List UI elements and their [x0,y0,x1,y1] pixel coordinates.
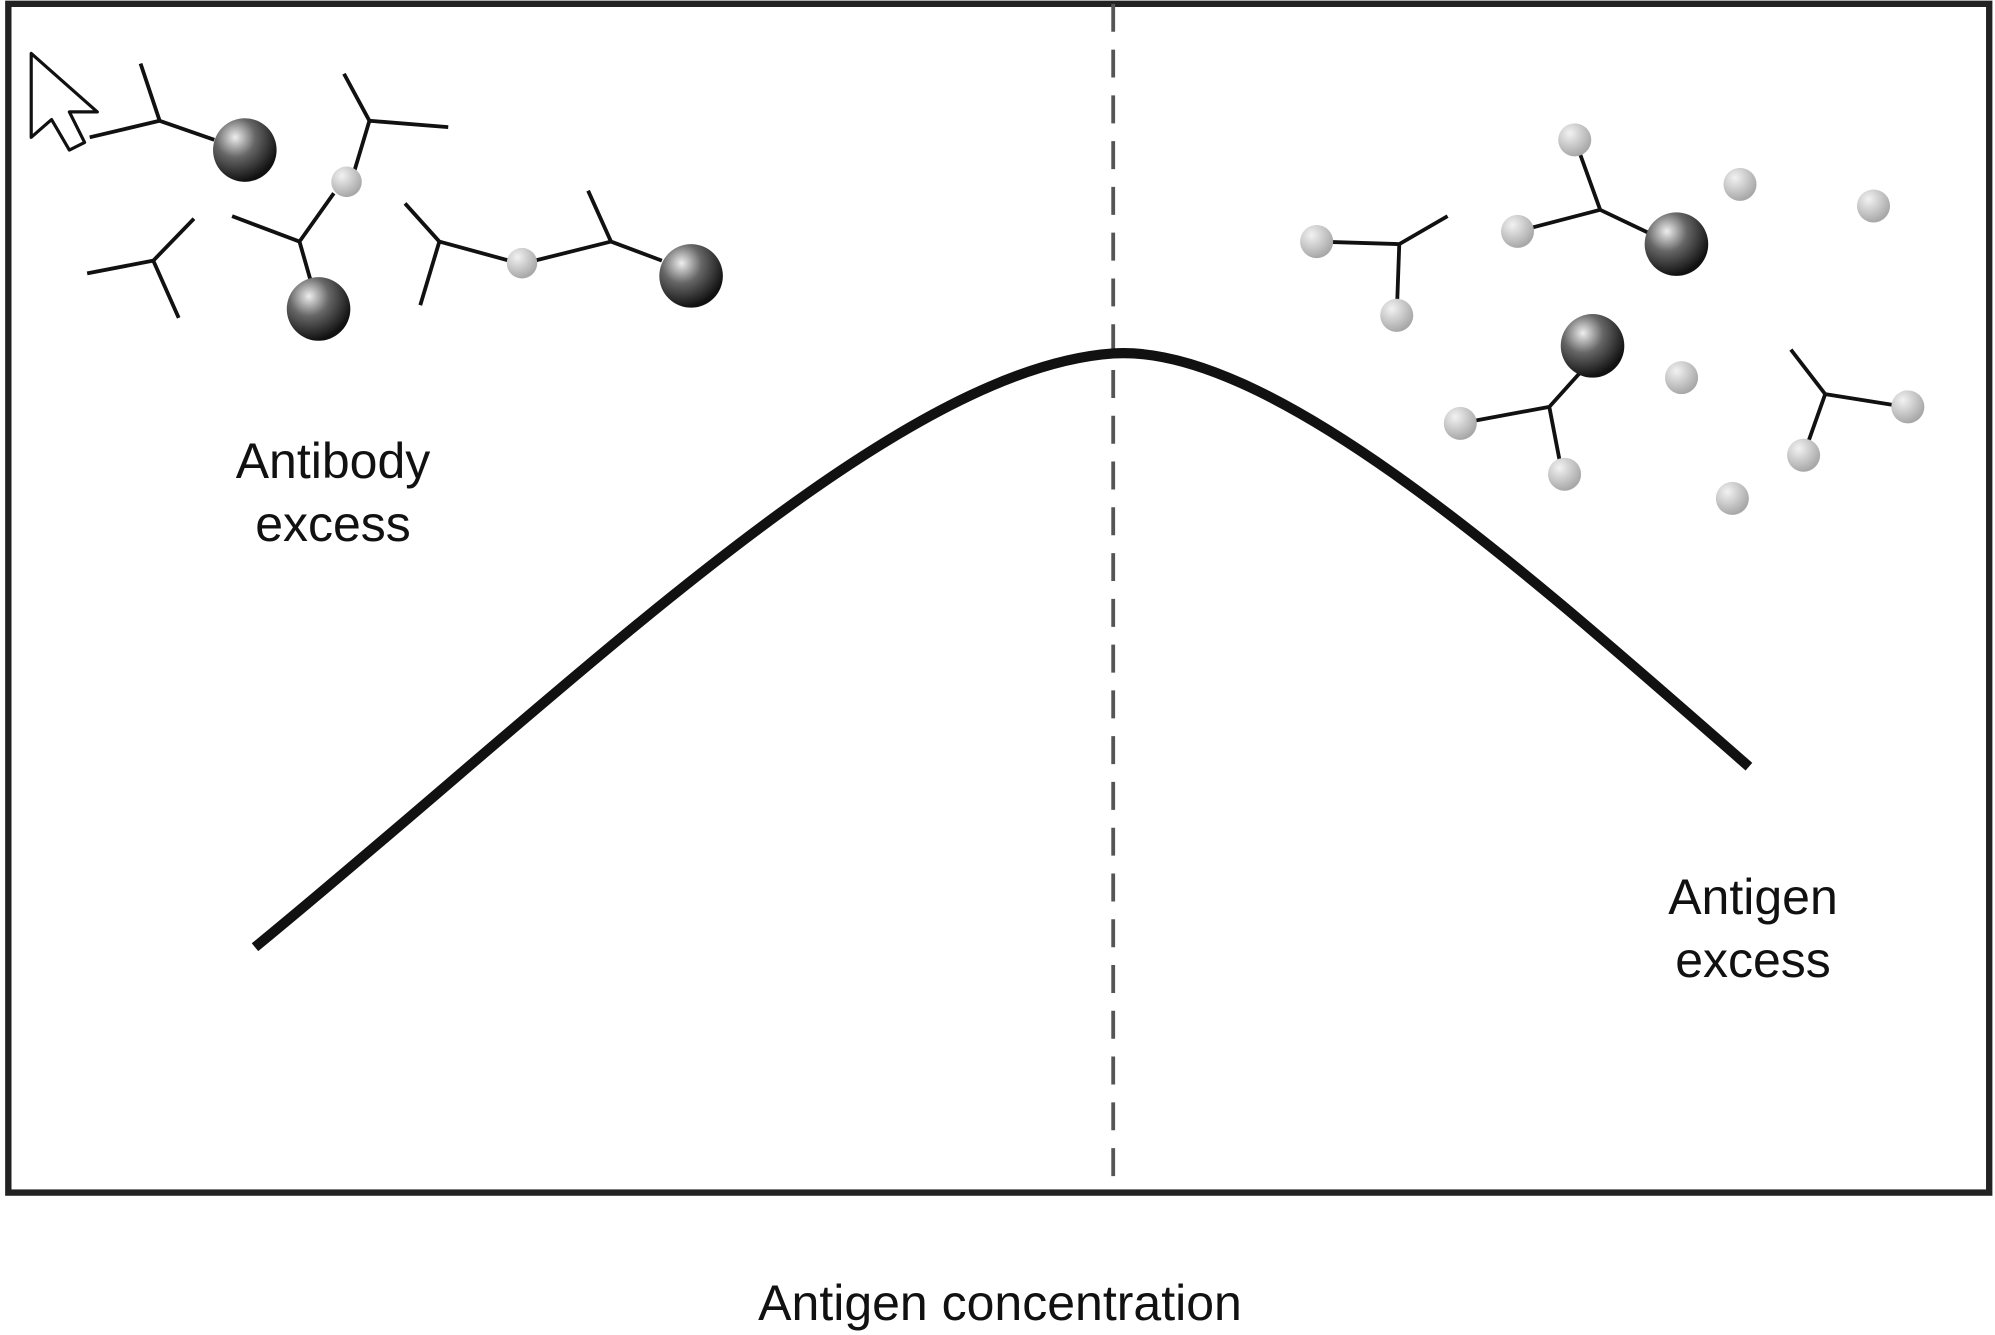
x-axis-label: Antigen concentration [758,1275,1242,1331]
antibody-excess-line2: excess [255,495,411,552]
antigen-particles-left [213,118,723,341]
plot-frame [5,0,1993,1196]
mouse-cursor-icon [29,51,99,152]
antibody-complexes-left [86,62,663,319]
antigen-excess-line2: excess [1675,931,1831,988]
antibody-excess-line1: Antibody [235,433,431,489]
antigen-excess-label: Antigen excess [1603,866,1903,991]
antibody-excess-label: Antibody excess [183,430,483,555]
antigen-particles-right [1300,123,1925,515]
antigen-excess-line1: Antigen [1668,869,1838,925]
precipitation-curve [251,348,1753,952]
